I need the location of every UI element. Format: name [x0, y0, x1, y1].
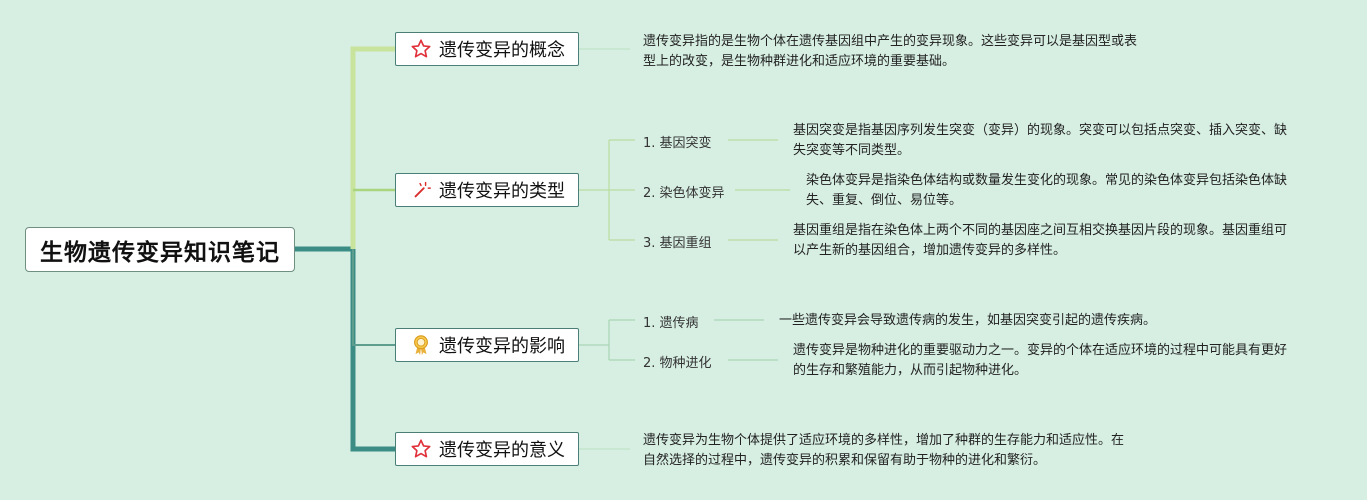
concept-description: 遗传变异指的是生物个体在遗传基因组中产生的变异现象。这些变异可以是基因型或表型上…: [643, 34, 1138, 69]
branch-title: 遗传变异的影响: [439, 336, 565, 357]
branch-title: 遗传变异的类型: [439, 181, 565, 202]
star-icon: [409, 37, 433, 61]
gene-recombination-description: 基因重组是指在染色体上两个不同的基因座之间互相交换基因片段的现象。基因重组可以产…: [793, 223, 1288, 258]
award-ribbon-icon: [409, 333, 433, 357]
branch-title: 遗传变异的概念: [439, 40, 565, 61]
branch-types[interactable]: 遗传变异的类型: [395, 173, 579, 207]
subtopic-gene-recombination[interactable]: 3. 基因重组: [643, 236, 712, 251]
gene-mutation-description: 基因突变是指基因序列发生突变（变异）的现象。突变可以包括点突变、插入突变、缺失突…: [793, 123, 1288, 158]
connector-types-children: [608, 139, 635, 241]
branch-concept[interactable]: 遗传变异的概念: [395, 32, 579, 66]
connector-effects-children: [608, 319, 635, 361]
subtopic-gene-mutation[interactable]: 1. 基因突变: [643, 136, 712, 151]
significance-description: 遗传变异为生物个体提供了适应环境的多样性，增加了种群的生存能力和适应性。在自然选…: [643, 433, 1125, 468]
species-evolution-description: 遗传变异是物种进化的重要驱动力之一。变异的个体在适应环境的过程中可能具有更好的生…: [793, 343, 1288, 378]
connector-effects-descs: [714, 319, 778, 361]
branch-title: 遗传变异的意义: [439, 440, 565, 461]
branch-significance[interactable]: 遗传变异的意义: [395, 432, 579, 466]
genetic-disease-description: 一些遗传变异会导致遗传病的发生，如基因突变引起的遗传疾病。: [779, 313, 1157, 328]
sparkle-icon: [409, 178, 433, 202]
root-title: 生物遗传变异知识笔记: [40, 239, 280, 266]
subtopic-species-evolution[interactable]: 2. 物种进化: [643, 356, 712, 371]
root-topic[interactable]: 生物遗传变异知识笔记: [25, 227, 295, 272]
chromosome-variation-description: 染色体变异是指染色体结构或数量发生变化的现象。常见的染色体变异包括染色体缺失、重…: [806, 173, 1288, 208]
subtopic-chromosome-variation[interactable]: 2. 染色体变异: [643, 186, 725, 201]
connector-root-to-significance: [295, 246, 395, 452]
star-icon: [409, 437, 433, 461]
branch-effects[interactable]: 遗传变异的影响: [395, 328, 579, 362]
connector-root-to-effects: [352, 249, 395, 346]
connector-types-descs: [728, 139, 790, 241]
connector-root-to-concept: [350, 46, 395, 249]
subtopic-genetic-disease[interactable]: 1. 遗传病: [643, 316, 699, 331]
